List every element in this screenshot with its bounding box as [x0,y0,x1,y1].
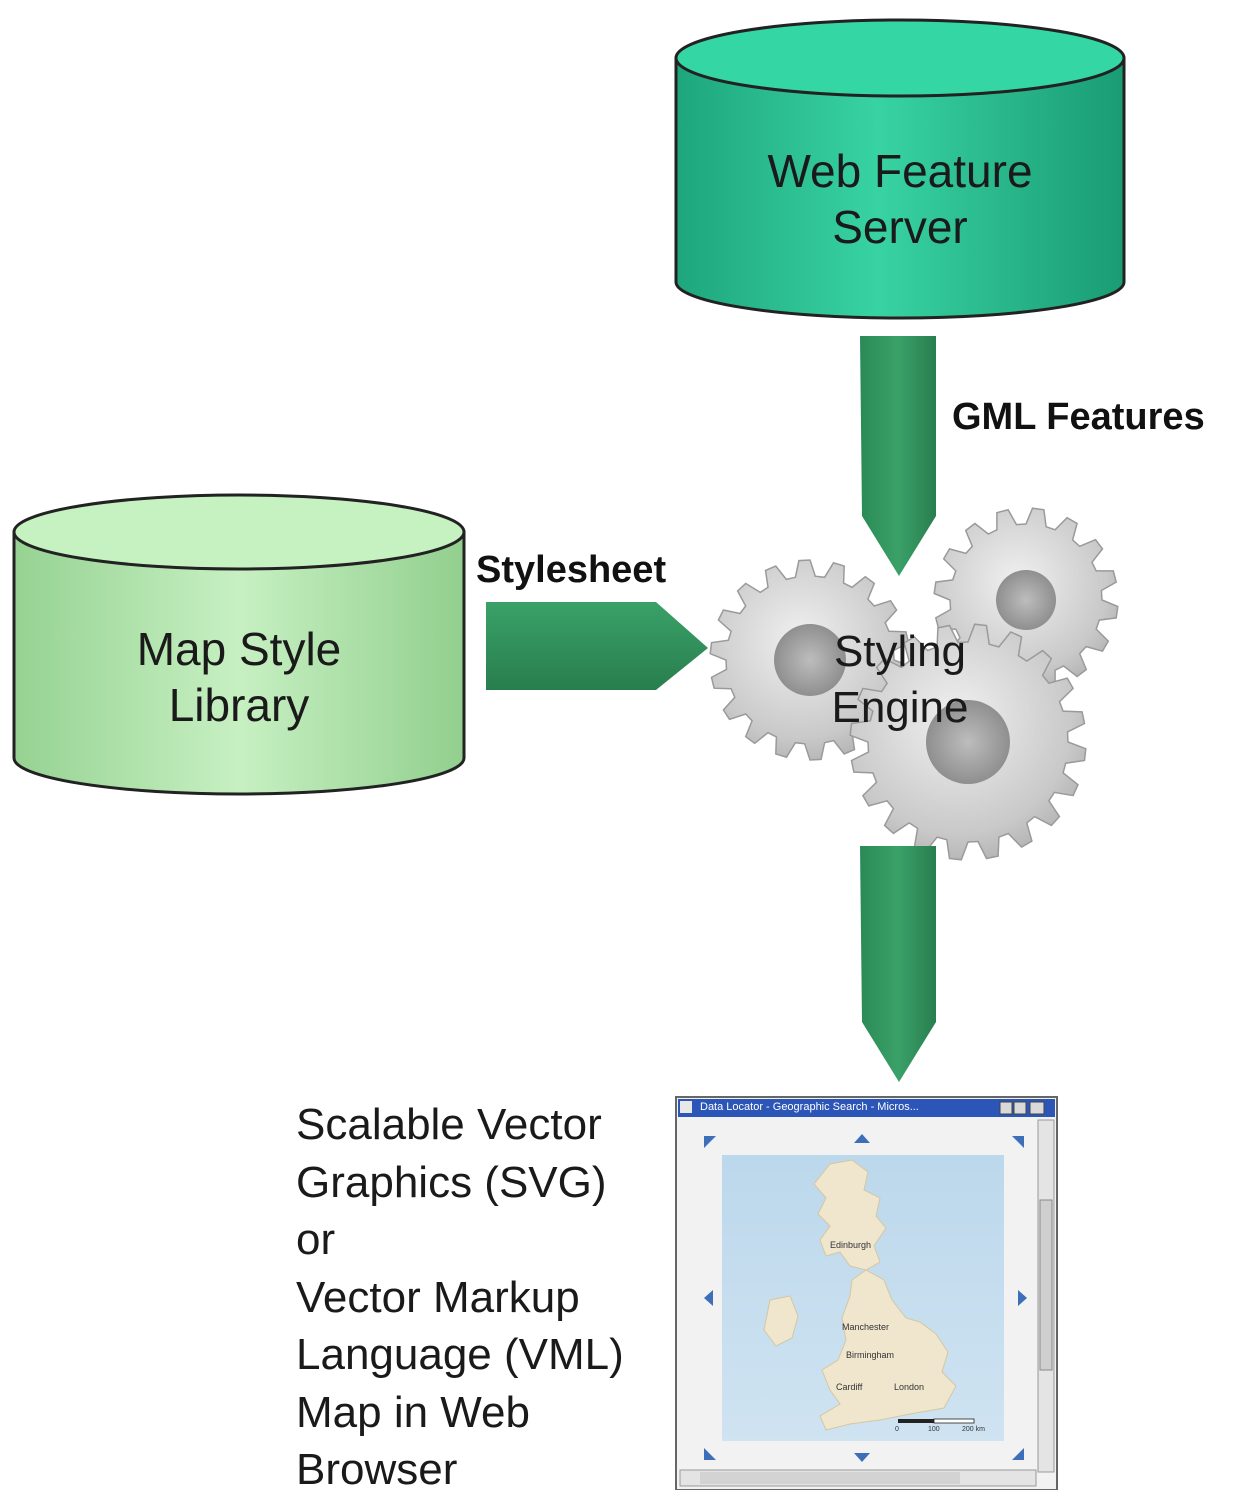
web-feature-server-label: Web Feature Server [676,143,1124,255]
output-line: Vector Markup [296,1272,580,1322]
gml-features-label: GML Features [952,396,1205,438]
web-feature-server-line2: Server [832,201,968,253]
gear-1-hub [996,570,1056,630]
scale-label: 100 [928,1426,940,1433]
styling-engine-label: Styling Engine [790,624,1010,736]
output-line: Graphics (SVG) [296,1157,607,1207]
output-line: Language (VML) [296,1330,624,1379]
output-arrow [860,846,936,1082]
browser-window [675,1096,1058,1490]
output-line: or [296,1215,336,1264]
city-label: Cardiff [836,1382,863,1392]
map-style-library-label: Map Style Library [14,621,464,733]
output-line: Browser [296,1445,458,1490]
scale-label: 0 [895,1426,899,1433]
styling-engine-line1: Styling [833,627,967,676]
gear-3-hub [926,700,1010,784]
map-style-library-line2: Library [168,679,310,731]
stylesheet-label: Stylesheet [476,549,667,591]
output-description: Scalable Vector Graphics (SVG) or Vector… [296,1096,624,1490]
web-feature-server-line1: Web Feature [767,145,1033,197]
output-line: Scalable Vector [296,1100,602,1149]
stylesheet-arrow [486,602,708,690]
city-label: Manchester [842,1322,890,1332]
city-label: Edinburgh [830,1240,872,1250]
gml-features-arrow [860,336,936,576]
output-line: Map in Web [296,1387,530,1437]
gear-2-hub [774,624,846,696]
city-label: London [894,1382,925,1392]
styling-engine-line2: Engine [831,683,969,732]
map-style-library-cylinder [12,493,466,796]
map-style-library-line1: Map Style [136,623,342,675]
web-feature-server-cylinder [674,18,1126,320]
scale-label: 200 km [962,1426,985,1433]
city-label: Birmingham [846,1350,895,1360]
browser-window-title: Data Locator - Geographic Search - Micro… [700,1101,919,1113]
gears-icon [709,507,1119,861]
